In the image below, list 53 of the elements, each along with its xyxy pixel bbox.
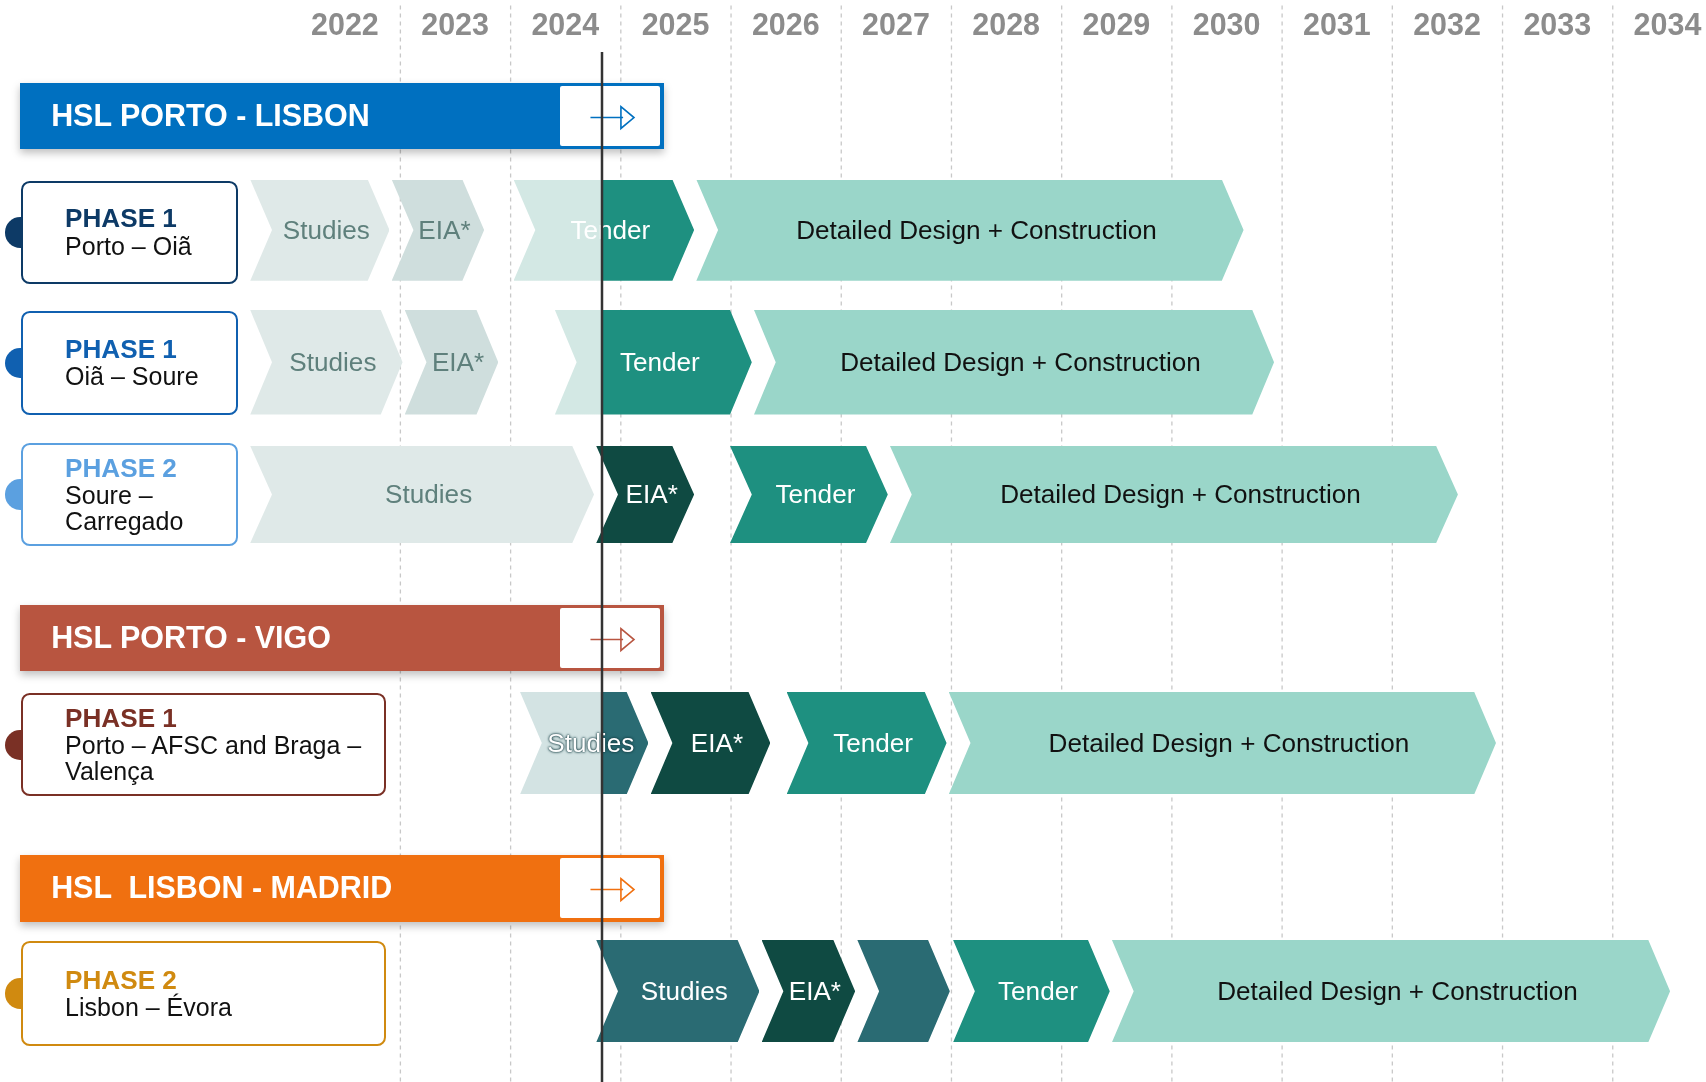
- phase-title: PHASE 1: [65, 205, 178, 233]
- year-label: 2030: [1191, 6, 1262, 42]
- phase-card: [20, 941, 387, 1046]
- schedule-bar: EIA*: [761, 940, 856, 1043]
- schedule-bar: Tender: [953, 940, 1110, 1043]
- schedule-bar: Detailed Design + Construction: [1111, 940, 1671, 1043]
- section-name: Soure – Carregado: [65, 481, 185, 535]
- phase-title: PHASE 2: [65, 454, 178, 482]
- schedule-bar: Tender: [786, 691, 947, 795]
- schedule-bar: Tender: [554, 310, 752, 415]
- section-name: Oiã – Soure: [65, 363, 200, 390]
- schedule-bar: EIA*: [404, 310, 499, 415]
- schedule-bar: [857, 940, 950, 1043]
- year-label: 2024: [530, 6, 601, 42]
- route-header-bar: [19, 855, 664, 922]
- phase-card: [20, 311, 239, 415]
- year-label: 2031: [1301, 6, 1372, 42]
- year-label: 2027: [861, 6, 931, 42]
- year-label: 2025: [640, 6, 711, 42]
- schedule-bar: EIA*: [596, 446, 695, 543]
- year-label: 2023: [420, 6, 490, 42]
- schedule-bar: EIA*: [650, 691, 771, 795]
- route-title: HSL LISBON - MADRID: [51, 870, 393, 906]
- year-label: 2029: [1081, 6, 1152, 42]
- phase-card: [20, 180, 239, 284]
- phase-card: [20, 693, 387, 797]
- section-name: Lisbon – Évora: [65, 993, 233, 1021]
- schedule-bar: Studies: [250, 446, 595, 543]
- year-label: 2033: [1522, 6, 1593, 42]
- schedule-bar: Studies: [596, 940, 760, 1043]
- schedule-bar: Studies: [250, 310, 403, 415]
- phase-card: [20, 442, 239, 547]
- year-label: 2032: [1412, 6, 1482, 42]
- route-title: HSL PORTO - LISBON: [51, 97, 370, 133]
- year-label: 2034: [1632, 6, 1703, 42]
- route-header-bar: [19, 604, 664, 672]
- year-label: 2028: [971, 6, 1042, 42]
- route-header-bar: [19, 82, 664, 150]
- year-label: 2026: [750, 6, 821, 42]
- schedule-bar: Studies: [250, 179, 390, 281]
- phase-title: PHASE 2: [65, 966, 177, 994]
- route-title: HSL PORTO - VIGO: [51, 620, 331, 656]
- schedule-bar: Tender: [730, 446, 888, 543]
- schedule-bar: Detailed Design + Construction: [948, 691, 1496, 795]
- phase-title: PHASE 1: [65, 336, 178, 364]
- section-name: Porto – Oiã: [65, 232, 193, 260]
- phase-title: PHASE 1: [65, 704, 178, 733]
- schedule-bar: Detailed Design + Construction: [754, 310, 1275, 415]
- schedule-bar: Detailed Design + Construction: [890, 446, 1458, 543]
- schedule-bar: Detailed Design + Construction: [696, 179, 1244, 281]
- section-name: Porto – AFSC and Braga – Valença: [65, 732, 363, 785]
- schedule-bar: EIA*: [391, 179, 485, 281]
- year-label: 2022: [310, 6, 380, 42]
